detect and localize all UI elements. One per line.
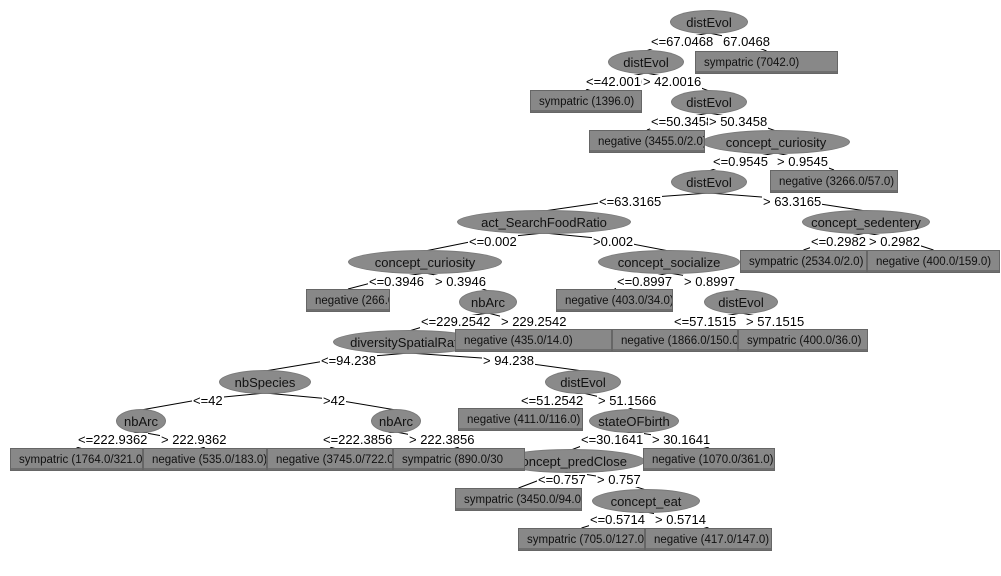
split-node: nbArc: [460, 291, 516, 313]
split-node: concept_socialize: [599, 251, 739, 273]
split-node: concept_predClose: [498, 450, 644, 472]
leaf-node: negative (3745.0/722.0): [267, 448, 393, 471]
split-node: stateOFbirth: [590, 410, 678, 432]
edge-condition-label: > 229.2542: [500, 314, 568, 329]
leaf-node: sympatric (3450.0/94.0): [455, 488, 582, 511]
leaf-node: negative (535.0/183.0): [143, 448, 267, 471]
leaf-node: negative (1866.0/150.0): [612, 329, 738, 352]
split-node: nbSpecies: [220, 371, 310, 393]
edge-condition-label: 67.0468: [722, 34, 771, 49]
edge-condition-label: > 50.3458: [708, 114, 769, 129]
edge-condition-label: <=222.3856: [322, 432, 394, 447]
edge-condition-label: > 222.9362: [160, 432, 228, 447]
split-node: distEvol: [546, 371, 620, 393]
split-node: distEvol: [705, 291, 777, 313]
leaf-node: sympatric (1764.0/321.0): [10, 448, 143, 471]
leaf-node: negative (266.0/5.0): [306, 289, 390, 312]
split-node: act_SearchFoodRatio: [458, 211, 630, 233]
edge-condition-label: > 0.8997: [683, 274, 736, 289]
split-node: concept_curiosity: [349, 251, 501, 273]
edge-condition-label: <=0.002: [468, 234, 518, 249]
edge-condition-label: > 57.1515: [745, 314, 806, 329]
edge-condition-label: <=42.0016: [585, 74, 650, 89]
edge-condition-label: <=63.3165: [598, 194, 663, 209]
split-node: distEvol: [672, 91, 746, 113]
edge-condition-label: <=42: [192, 393, 224, 408]
split-node: distEvol: [609, 51, 683, 73]
edge-condition-label: <=0.757: [537, 472, 587, 487]
leaf-node: negative (403.0/34.0): [556, 289, 673, 312]
leaf-node: negative (417.0/147.0): [645, 528, 772, 551]
leaf-node: negative (3266.0/57.0): [770, 170, 898, 193]
leaf-node: sympatric (1396.0): [530, 90, 642, 113]
edge-condition-label: > 0.2982: [868, 234, 921, 249]
edge-condition-label: >42: [322, 393, 347, 408]
edge-condition-label: > 51.1566: [597, 393, 658, 408]
edge-condition-label: <=229.2542: [420, 314, 492, 329]
split-node: concept_sedentery: [803, 211, 929, 233]
leaf-node: negative (411.0/116.0): [458, 408, 583, 431]
edge-condition-label: <=0.3946: [368, 274, 425, 289]
edge-condition-label: <=0.2982: [810, 234, 867, 249]
edge-condition-label: > 94.238: [482, 353, 535, 368]
split-node: nbArc: [372, 410, 420, 432]
split-node: concept_curiosity: [703, 131, 849, 153]
leaf-node: sympatric (890.0/30: [393, 448, 525, 471]
edge-condition-label: <=0.9545: [712, 154, 769, 169]
edge-condition-label: > 0.9545: [776, 154, 829, 169]
edge-condition-label: <=94.238: [320, 353, 377, 368]
edge-condition-label: >0.002: [592, 234, 635, 249]
leaf-node: sympatric (400.0/36.0): [738, 329, 868, 352]
edge-condition-label: > 0.757: [596, 472, 642, 487]
leaf-node: negative (435.0/14.0): [455, 329, 612, 352]
edge-condition-label: <=50.3458: [650, 114, 715, 129]
edge-condition-label: > 63.3165: [762, 194, 823, 209]
split-node: nbArc: [117, 410, 165, 432]
edge-condition-label: <=57.1515: [673, 314, 738, 329]
edge-condition-label: <=0.5714: [589, 512, 646, 527]
leaf-node: negative (400.0/159.0): [867, 250, 1000, 273]
edge-condition-label: <=0.8997: [616, 274, 673, 289]
split-node: diversitySpatialRatio: [334, 331, 484, 353]
edge-condition-label: <=51.2542: [520, 393, 585, 408]
edge-condition-label: > 222.3856: [408, 432, 476, 447]
leaf-node: negative (3455.0/2.0): [589, 130, 705, 153]
edge-condition-label: > 0.3946: [434, 274, 487, 289]
edge-condition-label: > 30.1641: [651, 432, 712, 447]
leaf-node: sympatric (7042.0): [695, 51, 838, 74]
split-node: distEvol: [671, 11, 747, 33]
split-node: distEvol: [672, 171, 746, 193]
edge-condition-label: <=222.9362: [77, 432, 149, 447]
edge-condition-label: > 42.0016: [642, 74, 703, 89]
leaf-node: sympatric (705.0/127.0): [518, 528, 645, 551]
leaf-node: negative (1070.0/361.0): [643, 448, 775, 471]
leaf-node: sympatric (2534.0/2.0): [740, 250, 867, 273]
edge-condition-label: <=67.0468: [650, 34, 715, 49]
split-node: concept_eat: [593, 490, 699, 512]
edge-condition-label: <=30.1641: [580, 432, 645, 447]
edge-condition-label: > 0.5714: [654, 512, 707, 527]
